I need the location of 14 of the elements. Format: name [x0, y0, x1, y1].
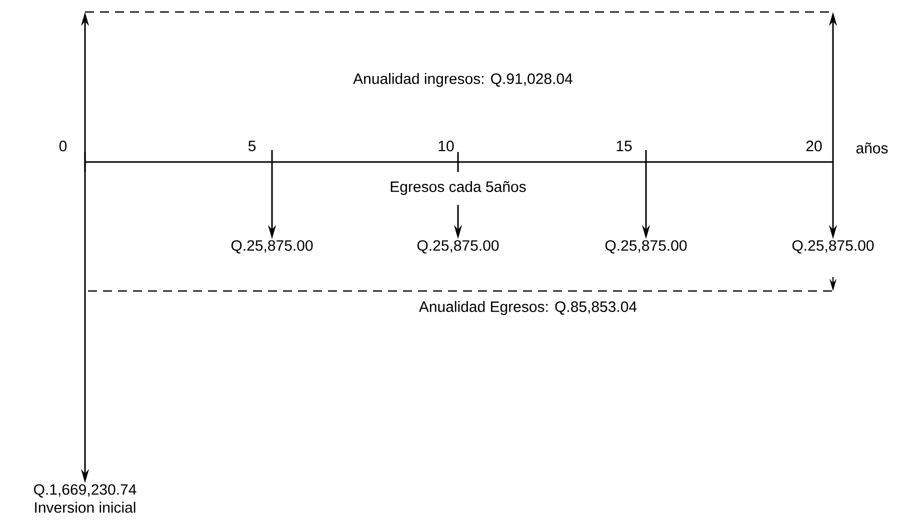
axis-number: 20 [806, 140, 822, 152]
amount-label: Q.1,669,230.74 Inversion inicial [34, 484, 136, 513]
axis-number: 15 [616, 140, 632, 152]
amount-label: Q.25,875.00 [417, 240, 499, 254]
amount-label: Q.25,875.00 [605, 240, 687, 254]
amount-label: Q.25,875.00 [792, 240, 874, 254]
axis-number: 5 [248, 140, 256, 152]
note-label: Egresos cada 5años [390, 181, 526, 195]
axis-unit-label: años [856, 142, 888, 154]
annuity-label: Anualidad Egresos: Q.85,853.04 [418, 301, 637, 315]
axis-number: 10 [438, 140, 454, 152]
axis-number: 0 [59, 140, 67, 152]
amount-label: Q.25,875.00 [231, 240, 313, 254]
annuity-label: Anualidad ingresos: Q.91,028.04 [353, 73, 572, 87]
